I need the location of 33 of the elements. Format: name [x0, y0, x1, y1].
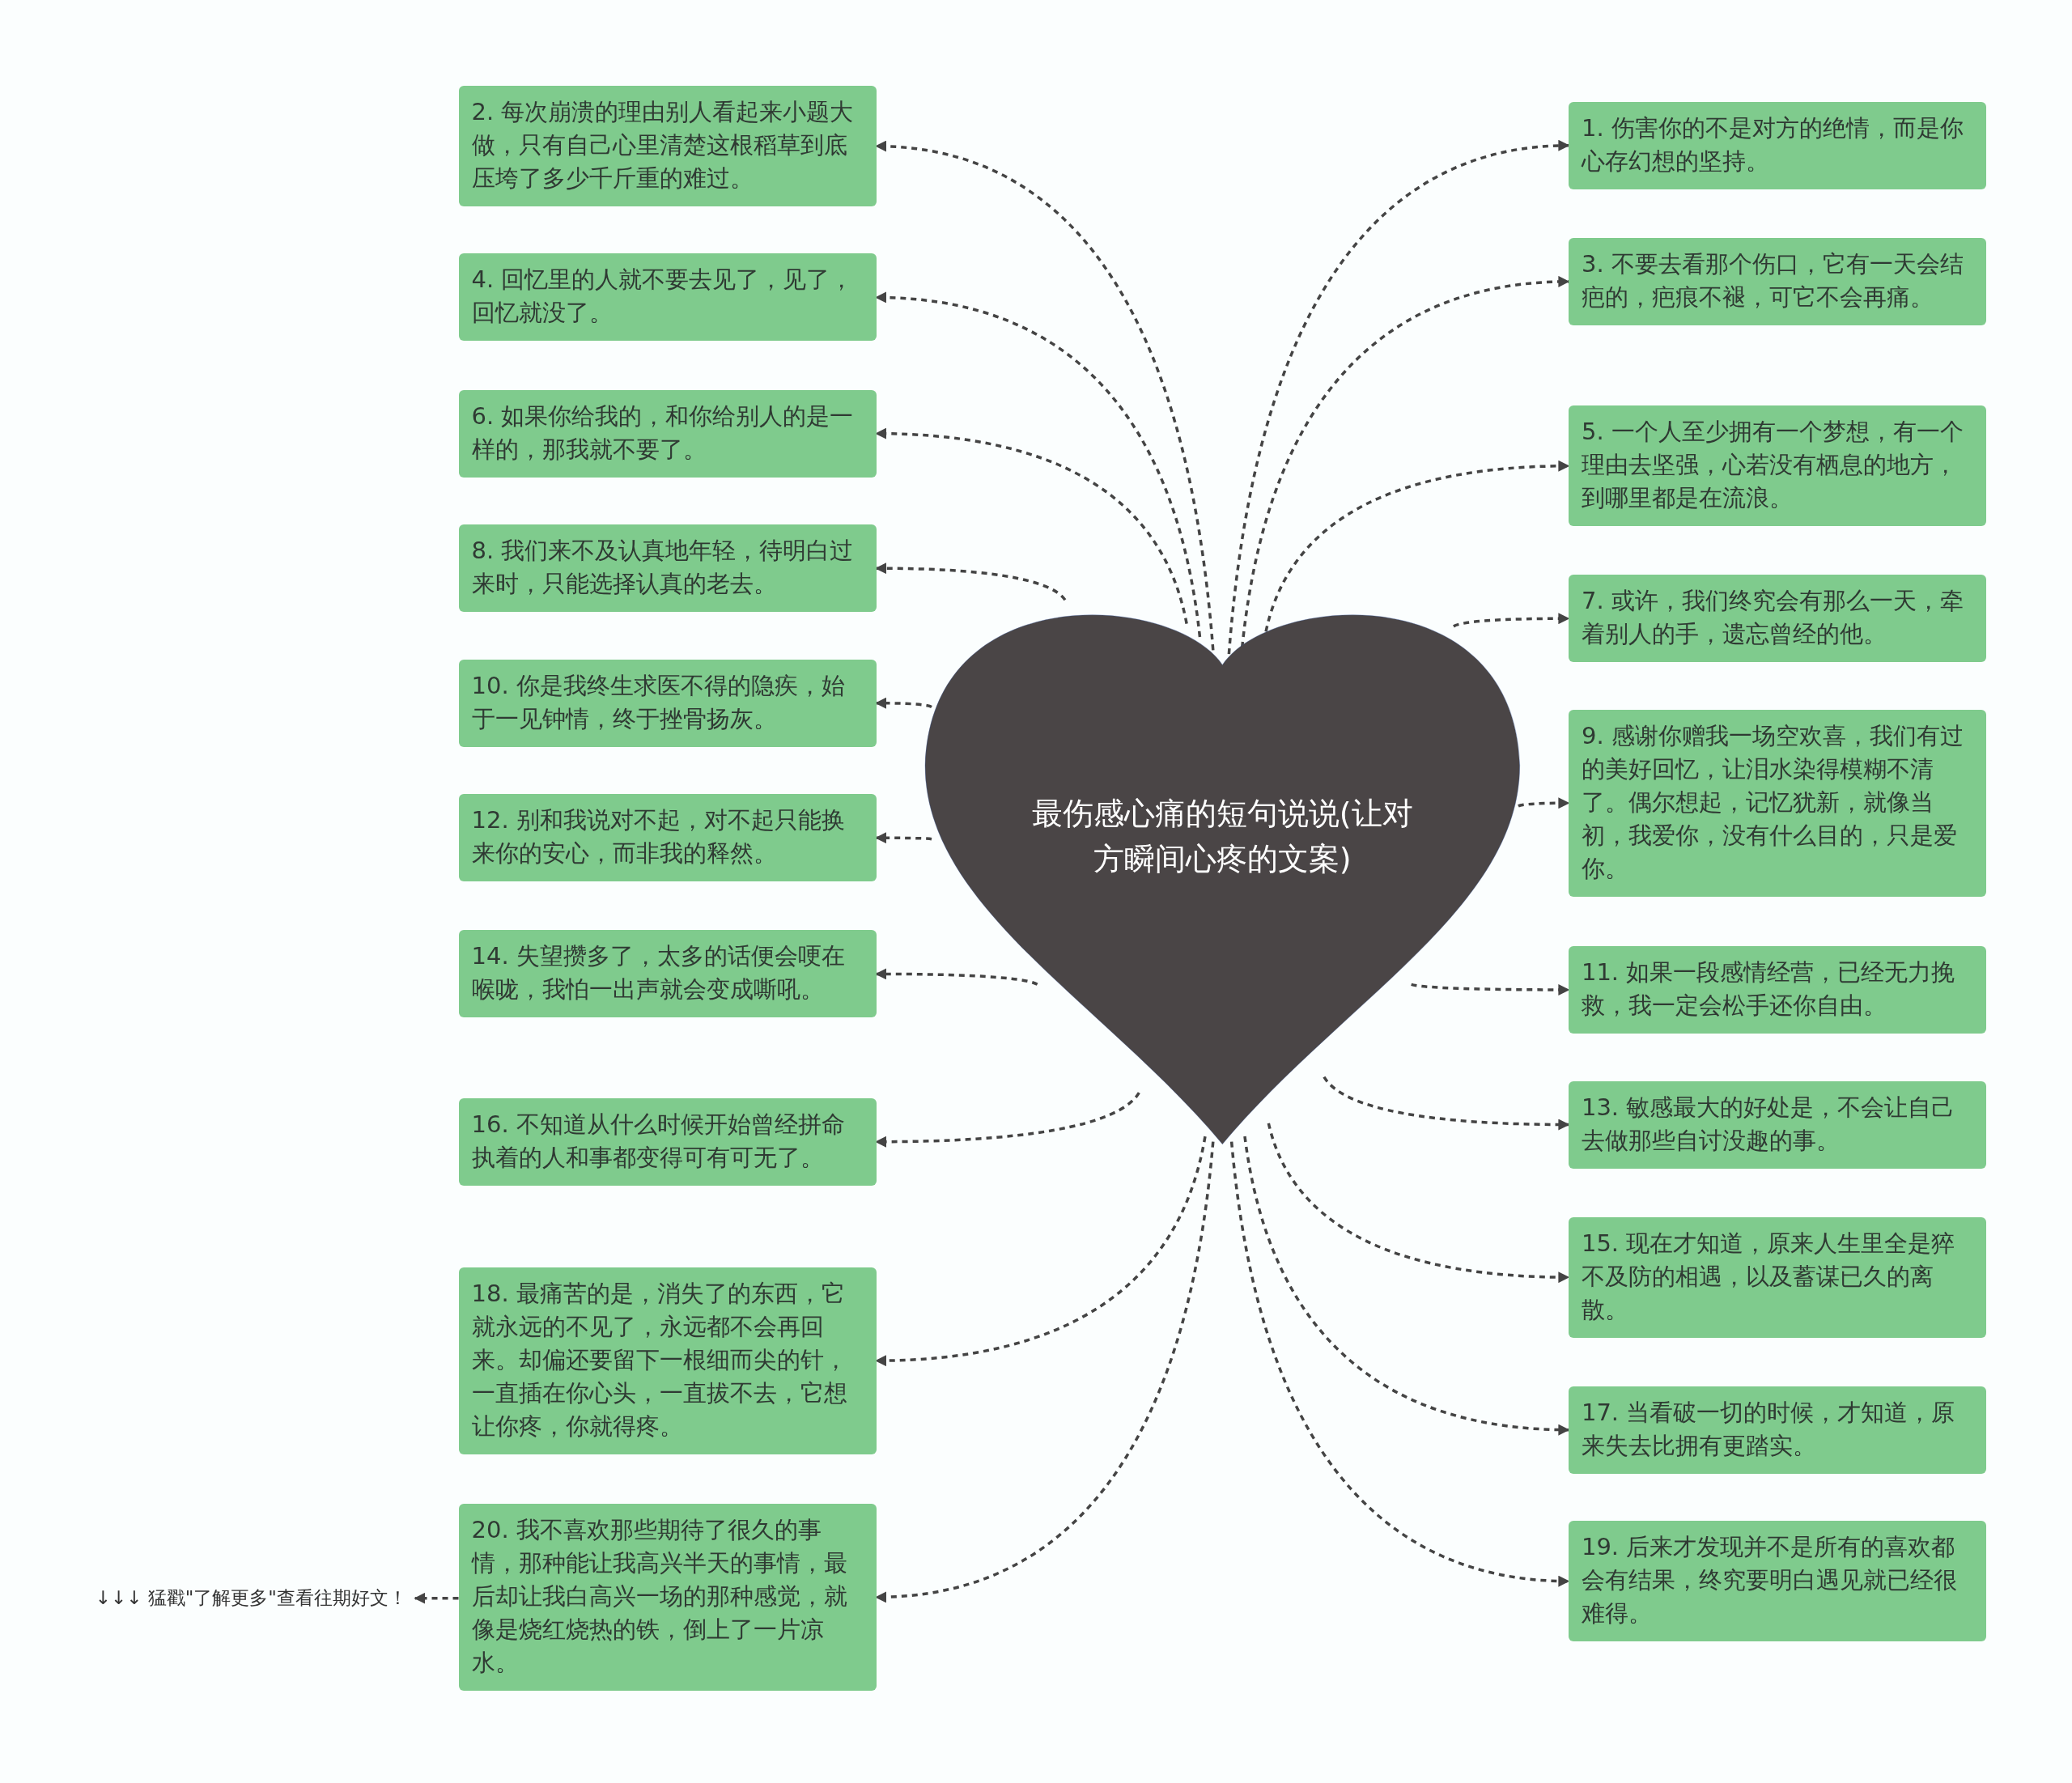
text-card: 7. 或许，我们终究会有那么一天，牵着别人的手，遗忘曾经的他。 [1568, 575, 1986, 663]
dashed-arrow [875, 428, 1188, 625]
dashed-arrow [875, 697, 932, 709]
dashed-arrow [875, 1141, 1215, 1603]
text-card: 17. 当看破一切的时候，才知道，原来失去比拥有更踏实。 [1568, 1386, 1986, 1474]
text-card: 20. 我不喜欢那些期待了很久的事情，那种能让我高兴半天的事情，最后却让我白高兴一场的那种感觉，就像是烧红烧热的铁，倒上了一片凉水。 [458, 1503, 877, 1691]
text-card: 10. 你是我终生求医不得的隐疾，始于一见钟情，终于挫骨扬灰。 [458, 659, 877, 747]
dashed-arrow [875, 1136, 1207, 1366]
text-card: 18. 最痛苦的是，消失了的东西，它就永远的不见了，永远都不会再回来。却偏还要留下一根细而尖的针，一直插在你心头，一直拔不去，它想让你疼，你就得疼。 [458, 1267, 877, 1454]
text-card: 2. 每次崩溃的理由别人看起来小题大做，只有自己心里清楚这根稻草到底压垮了多少千斤重的难过。 [458, 86, 877, 207]
dashed-arrow [875, 141, 1215, 651]
center-title: 最伤感心痛的短句说说(让对方瞬间心疼的文案) [1030, 794, 1414, 878]
text-card: 19. 后来才发现并不是所有的喜欢都会有结果，终究要明白遇见就已经很难得。 [1568, 1521, 1986, 1642]
dashed-arrow [875, 1092, 1140, 1148]
text-card: 9. 感谢你赠我一场空欢喜，我们有过的美好回忆，让泪水染得模糊不清了。偶尔想起，记忆犹新，就像当初，我爱你，没有什么目的，只是爱你。 [1568, 709, 1986, 897]
dashed-arrow [414, 1592, 459, 1604]
text-card: 12. 别和我说对不起，对不起只能换来你的安心，而非我的释然。 [458, 794, 877, 882]
dashed-arrow [875, 292, 1202, 638]
text-card: 13. 敏感最大的好处是，不会让自己去做那些自讨没趣的事。 [1568, 1080, 1986, 1169]
text-card: 11. 如果一段感情经营，已经无力挽救，我一定会松手还你自由。 [1568, 945, 1986, 1034]
text-card: 3. 不要去看那个伤口，它有一天会结疤的，疤痕不褪，可它不会再痛。 [1568, 237, 1986, 325]
text-card: 4. 回忆里的人就不要去见了，见了，回忆就没了。 [458, 253, 877, 342]
text-card: 6. 如果你给我的，和你给别人的是一样的，那我就不要了。 [458, 389, 877, 478]
text-card: 14. 失望攒多了，太多的话便会哽在喉咙，我怕一出声就会变成嘶吼。 [458, 930, 877, 1018]
text-card: 5. 一个人至少拥有一个梦想，有一个理由去坚强，心若没有栖息的地方，到哪里都是在流浪。 [1568, 405, 1986, 527]
dashed-arrow [875, 832, 932, 844]
note-text: ↓↓↓ 猛戳"了解更多"查看往期好文！ [95, 1586, 407, 1611]
dashed-arrow [875, 562, 1067, 601]
text-card: 8. 我们来不及认真地年轻，待明白过来时，只能选择认真的老去。 [458, 524, 877, 613]
text-card: 1. 伤害你的不是对方的绝情，而是你心存幻想的坚持。 [1568, 101, 1986, 189]
dashed-arrow [875, 968, 1038, 986]
text-card: 16. 不知道从什么时候开始曾经拼命执着的人和事都变得可有可无了。 [458, 1097, 877, 1186]
text-card: 15. 现在才知道，原来人生里全是猝不及防的相遇，以及蓄谋已久的离散。 [1568, 1216, 1986, 1338]
